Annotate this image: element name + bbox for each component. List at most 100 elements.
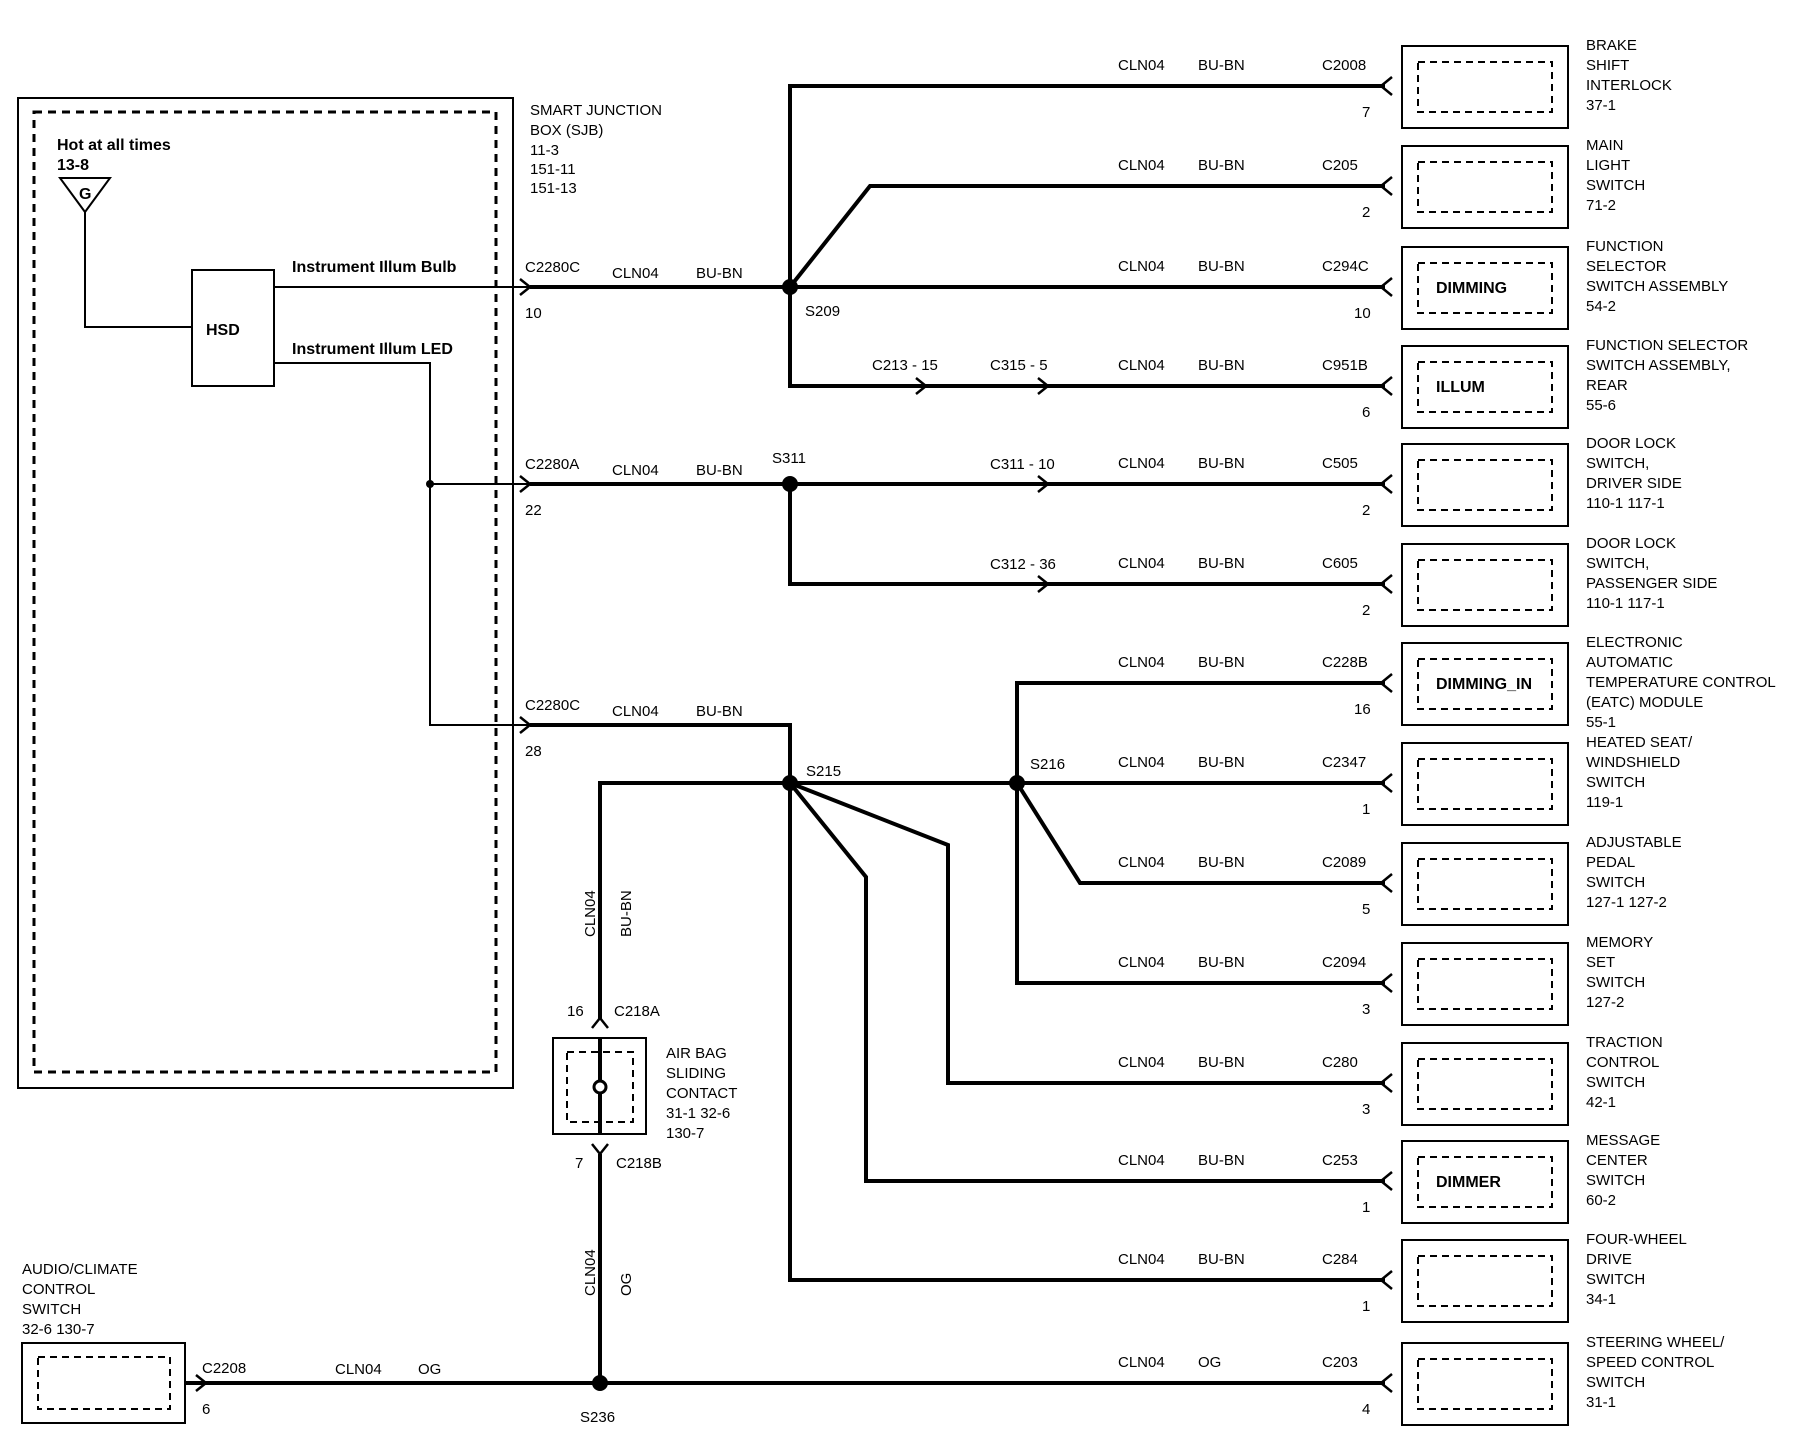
sjb-inner-border [32,110,498,1074]
connector-pin: 1 [1362,1199,1370,1216]
component-inner-box [1417,262,1553,314]
component-inner-box [1417,361,1553,413]
sjb-ref: 151-13 [530,180,577,197]
splice-dot [782,476,798,492]
component-label: 127-2 [1586,994,1624,1011]
splice-dot [1009,775,1025,791]
airbag-lower-circuit: CLN04 [582,1249,599,1296]
component-label: CONTROL [1586,1054,1659,1071]
sjb-connector-pin: 10 [525,305,542,322]
wire-color-label: BU-BN [1198,555,1245,572]
splice-label: S311 [772,450,806,467]
component-label: SWITCH [1586,874,1645,891]
hot-ref: 13-8 [57,157,89,174]
connector-arrow-icon [1379,1171,1393,1191]
audio-pin: 6 [202,1401,210,1418]
connector-pin: 2 [1362,602,1370,619]
component-label: MEMORY [1586,934,1653,951]
connector-pin: 16 [1354,701,1371,718]
splice-dot [782,775,798,791]
audio-label: AUDIO/CLIMATE [22,1261,138,1278]
connector-arrow-icon [1379,973,1393,993]
sjb-connector-label: C2280A [525,456,579,473]
wire-circuit-label: CLN04 [1118,954,1165,971]
component-label: ADJUSTABLE [1586,834,1682,851]
connector-pin: 1 [1362,1298,1370,1315]
component-label: TRACTION [1586,1034,1663,1051]
audio-box [21,1342,186,1424]
component-box [1401,842,1569,926]
component-label: 54-2 [1586,298,1616,315]
connector-pin: 1 [1362,801,1370,818]
airbag-lower-color: OG [618,1273,635,1296]
component-label: SWITCH ASSEMBLY, [1586,357,1731,374]
wire-circuit-label: CLN04 [1118,1251,1165,1268]
component-label: SWITCH [1586,974,1645,991]
component-inner-box [1417,958,1553,1010]
component-box [1401,942,1569,1026]
component-label: SWITCH [1586,1374,1645,1391]
led-junction-dot [426,480,434,488]
connector-pin: 6 [1362,404,1370,421]
sjb-connector-pin: 28 [525,743,542,760]
wire-circuit-label: CLN04 [1118,854,1165,871]
component-label: SWITCH [1586,177,1645,194]
component-box [1401,1140,1569,1224]
connector-label: C2008 [1322,57,1366,74]
wire-circuit-label: CLN04 [1118,357,1165,374]
connector-arrow-icon [1379,673,1393,693]
component-inner-box [1417,1255,1553,1307]
wire-circuit-label: CLN04 [1118,455,1165,472]
fuse-triangle-icon [58,177,112,214]
component-label: STEERING WHEEL/ [1586,1334,1725,1351]
component-label: 110-1 117-1 [1586,495,1665,512]
component-label: DRIVE [1586,1251,1632,1268]
component-label: 71-2 [1586,197,1616,214]
component-box [1401,1239,1569,1323]
led-output-label: Instrument Illum LED [292,341,453,358]
wire-circuit-label: CLN04 [1118,1054,1165,1071]
component-label: 127-1 127-2 [1586,894,1667,911]
wire-circuit-label: CLN04 [1118,654,1165,671]
inline-connector-label: C311 - 10 [990,456,1055,473]
branch-wire [789,781,1385,1085]
component-label: AUTOMATIC [1586,654,1673,671]
power-feed-wire [84,212,192,328]
wire-color-label: BU-BN [1198,455,1245,472]
sliding-contact-icon [592,1079,608,1095]
connector-label: C284 [1322,1251,1358,1268]
inline-connector-icon [1037,575,1051,593]
airbag-label: 31-1 32-6 [666,1105,730,1122]
component-inner-box [1417,758,1553,810]
connector-arrow-icon [1379,474,1393,494]
component-box [1401,642,1569,726]
connector-pin: 3 [1362,1101,1370,1118]
sjb-title-2: BOX (SJB) [530,122,603,139]
audio-label: SWITCH [22,1301,81,1318]
audio-inner-box [37,1356,171,1410]
trunk-color: BU-BN [696,703,743,720]
wire-color-label: BU-BN [1198,1054,1245,1071]
component-label: SELECTOR [1586,258,1667,275]
component-label: 37-1 [1586,97,1616,114]
connector-pin: 3 [1362,1001,1370,1018]
component-box [1401,345,1569,429]
component-box [1401,145,1569,229]
connector-arrow-icon [1379,176,1393,196]
connector-label: C205 [1322,157,1358,174]
branch-wire [1015,781,1385,885]
connector-pin: 2 [1362,502,1370,519]
trunk-color: BU-BN [696,462,743,479]
component-box [1401,45,1569,129]
connector-pin: 10 [1354,305,1371,322]
airbag-upper-pin: 16 [567,1003,584,1020]
connector-label: C951B [1322,357,1368,374]
wire-color-label: BU-BN [1198,57,1245,74]
component-inner-box [1417,161,1553,213]
component-inner-box [1417,459,1553,511]
sjb-connector-label: C2280C [525,697,580,714]
splice-dot [592,1375,608,1391]
hot-at-all-times-label: Hot at all times [57,137,171,154]
audio-wire-color: OG [418,1361,441,1378]
branch-wire [1015,681,1385,783]
